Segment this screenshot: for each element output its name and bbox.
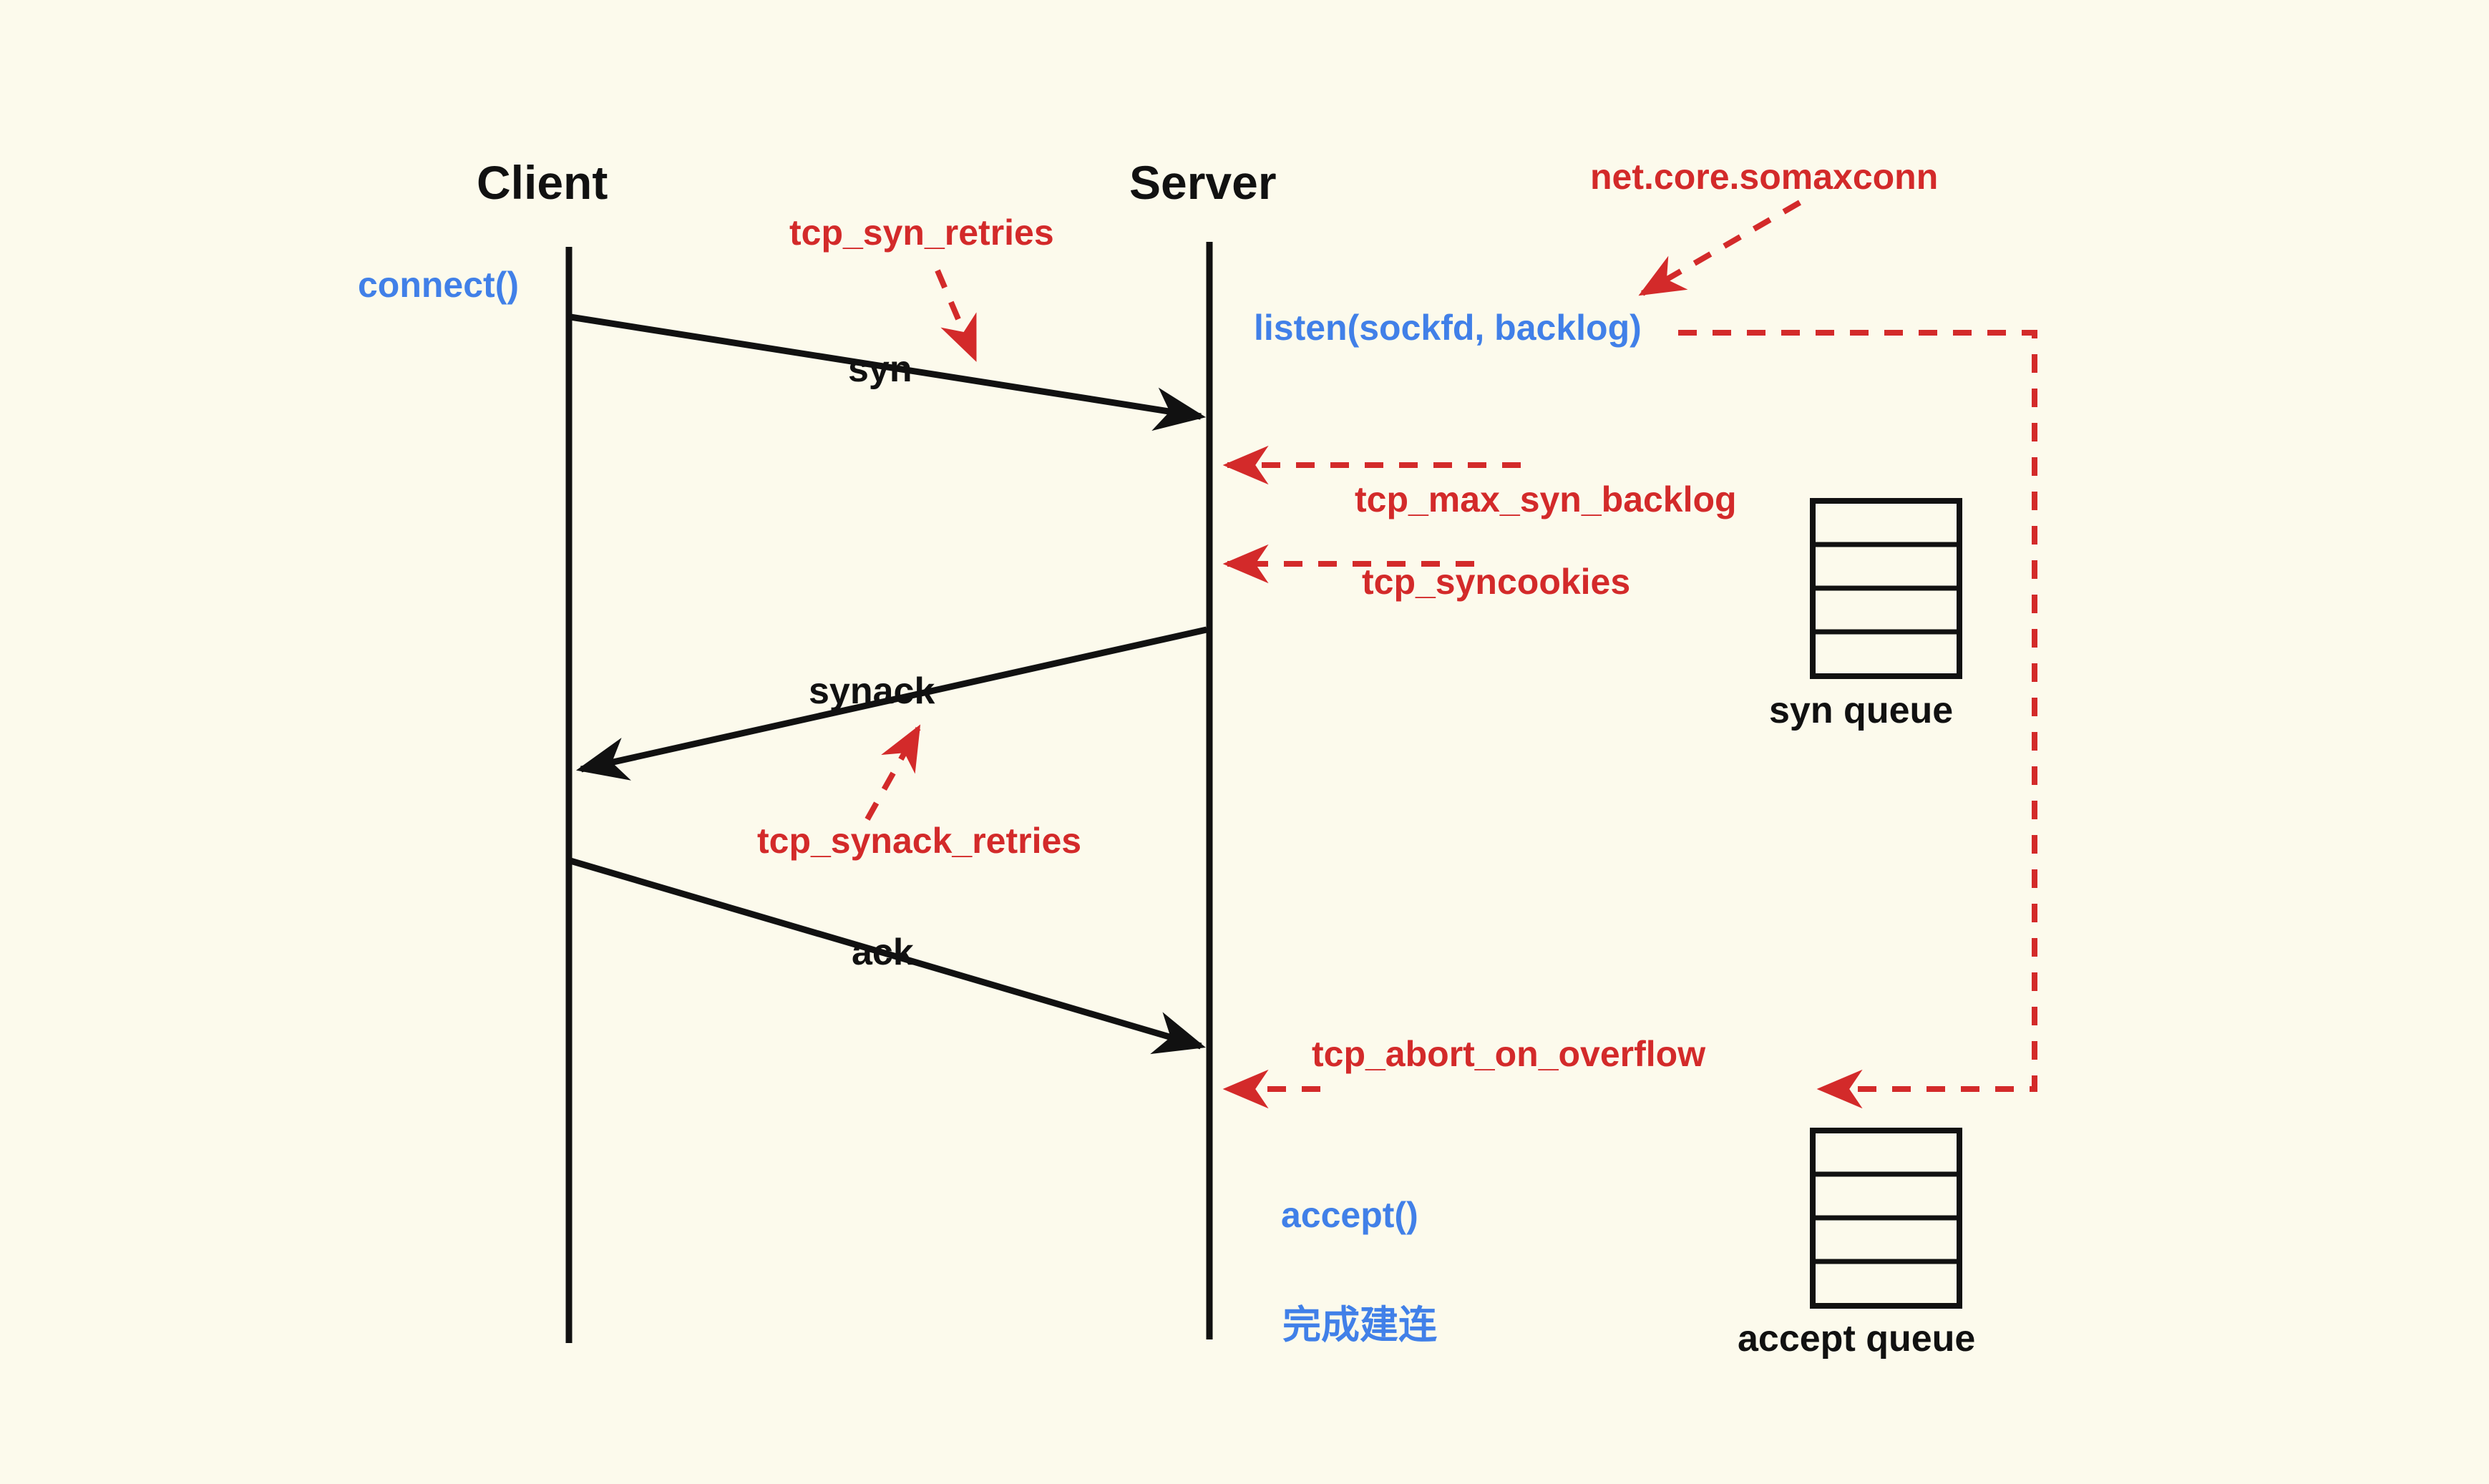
syn-message-label: syn: [848, 348, 912, 390]
listen-call-label: listen(sockfd, backlog): [1254, 308, 1642, 348]
tcp-max-syn-backlog-label: tcp_max_syn_backlog: [1355, 479, 1737, 519]
tcp-syn-retries-pointer: [935, 269, 978, 362]
listen-backlog-route: [1678, 330, 2037, 1109]
ack-message-label: ack: [852, 932, 914, 973]
connect-call-label: connect(): [358, 265, 519, 305]
tcp-synack-retries-pointer: [864, 724, 921, 821]
accept-queue-box: [1810, 1128, 1962, 1309]
tcp-abort-on-overflow-label: tcp_abort_on_overflow: [1312, 1034, 1706, 1074]
accept-call-label: accept(): [1281, 1195, 1418, 1235]
client-title: Client: [477, 156, 608, 209]
server-title: Server: [1129, 156, 1277, 209]
syn-arrow: [570, 313, 1207, 431]
tcp-synack-retries-label: tcp_synack_retries: [757, 821, 1082, 861]
somaxconn-pointer: [1638, 200, 1801, 296]
connection-established-label: 完成建连: [1282, 1302, 1437, 1347]
tcp-syncookies-label: tcp_syncookies: [1362, 562, 1631, 602]
accept-queue-caption: accept queue: [1738, 1318, 1976, 1359]
net-core-somaxconn-label: net.core.somaxconn: [1590, 157, 1939, 197]
syn-queue-box: [1810, 498, 1962, 679]
ack-arrow: [569, 857, 1206, 1055]
tcp-syn-retries-label: tcp_syn_retries: [789, 213, 1054, 253]
syn-queue-caption: syn queue: [1769, 690, 1954, 731]
synack-message-label: synack: [809, 670, 935, 712]
synack-arrow: [575, 626, 1207, 781]
